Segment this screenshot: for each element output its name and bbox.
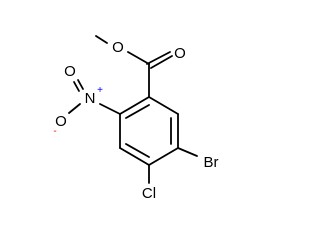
- bond-ester-o-to-methyl: [95, 35, 108, 44]
- atom-n-nitro: N: [85, 90, 96, 107]
- atom-label-layer: O O N + O O - Br Cl: [53, 39, 218, 202]
- bond-ring-to-nitro: [99, 103, 121, 115]
- ring-inner-bond-c4-c5: [125, 143, 150, 158]
- ring-inner-bond-c6-c1: [125, 104, 150, 119]
- chemical-structure: O O N + O O - Br Cl: [53, 35, 219, 202]
- atom-o-carbonyl: O: [174, 45, 186, 62]
- atom-o-nitro-double: O: [64, 63, 76, 80]
- atom-br: Br: [204, 154, 219, 171]
- bond-nitro-double-1: [77, 79, 84, 90]
- atom-o-ester: O: [112, 39, 124, 56]
- ring-bond-c6-c1: [119, 96, 150, 115]
- atom-cl: Cl: [142, 185, 156, 202]
- atom-o-nitro-single: O: [55, 113, 67, 130]
- ring-bond-c3-c4: [148, 147, 179, 166]
- bond-carbonyl-double-1: [146, 51, 171, 65]
- bond-nitro-single: [68, 103, 81, 114]
- charge-plus-nitro: +: [97, 85, 103, 96]
- ring-bond-c4-c5: [119, 147, 150, 166]
- bond-nitro-double-2: [73, 81, 80, 92]
- ring-bond-c1-c2: [148, 96, 179, 115]
- bond-carbonyl-double-2: [150, 55, 173, 69]
- bond-ring-to-br: [177, 147, 198, 157]
- bond-layer: [68, 35, 198, 184]
- bond-carbonyl-to-ester-o: [127, 51, 150, 65]
- charge-minus-nitro-o: -: [53, 126, 56, 137]
